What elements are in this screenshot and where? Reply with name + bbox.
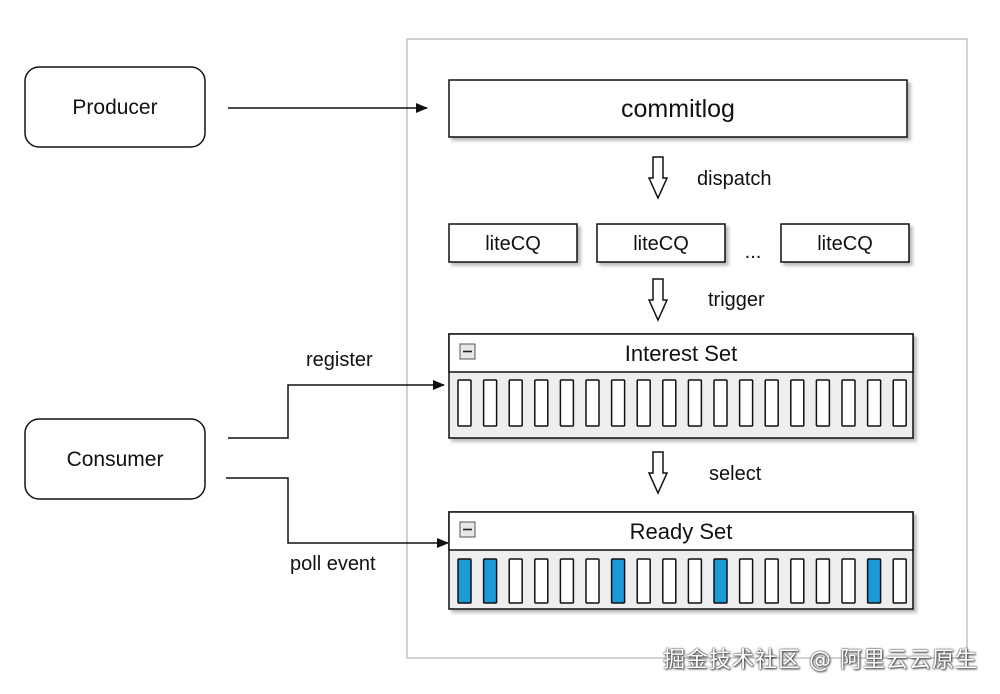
producer-label: Producer bbox=[72, 96, 157, 119]
slot-empty bbox=[687, 558, 703, 604]
slot-empty bbox=[559, 379, 575, 427]
litecq-box bbox=[780, 223, 910, 263]
litecq-label: liteCQ bbox=[485, 233, 541, 255]
slot-filled bbox=[610, 558, 626, 604]
slot-empty bbox=[841, 558, 856, 604]
commitlog-label: commitlog bbox=[621, 95, 735, 123]
litecq-group bbox=[448, 223, 910, 263]
watermark-text: 掘金技术社区 @ 阿里云云原生 bbox=[663, 648, 978, 673]
slot-empty bbox=[866, 379, 882, 427]
poll-event-arrow bbox=[226, 477, 449, 548]
select-label: select bbox=[709, 463, 762, 485]
dispatch-label: dispatch bbox=[697, 168, 772, 190]
collapse-icon[interactable] bbox=[459, 521, 476, 538]
litecq-box bbox=[448, 223, 578, 263]
slot-empty bbox=[815, 379, 831, 427]
slot-empty bbox=[738, 558, 754, 604]
slot-empty bbox=[662, 558, 677, 604]
slot-empty bbox=[585, 558, 600, 604]
slot-empty bbox=[559, 558, 575, 604]
slot-empty bbox=[713, 379, 728, 427]
slot-empty bbox=[815, 558, 831, 604]
interest-set-title: Interest Set bbox=[625, 341, 738, 366]
litecq-ellipsis: ... bbox=[745, 241, 762, 263]
interest-set: Interest Set bbox=[448, 333, 914, 439]
slot-empty bbox=[508, 379, 523, 427]
slot-empty bbox=[636, 558, 651, 604]
slot-empty bbox=[764, 558, 779, 604]
register-label: register bbox=[306, 349, 373, 371]
slot-empty bbox=[841, 379, 856, 427]
ready-set-slots bbox=[457, 558, 907, 604]
slot-empty bbox=[764, 379, 779, 427]
slot-empty bbox=[790, 558, 805, 604]
slot-empty bbox=[738, 379, 754, 427]
slot-empty bbox=[508, 558, 523, 604]
poll-event-label: poll event bbox=[290, 553, 376, 575]
slot-empty bbox=[610, 379, 626, 427]
slot-empty bbox=[892, 558, 907, 604]
slot-empty bbox=[892, 379, 907, 427]
ready-set-title: Ready Set bbox=[630, 519, 733, 544]
producer-node: Producer bbox=[24, 66, 206, 148]
slot-filled bbox=[457, 558, 472, 604]
collapse-icon[interactable] bbox=[459, 343, 476, 360]
litecq-label: liteCQ bbox=[817, 233, 873, 255]
ready-set-header bbox=[448, 511, 914, 551]
slot-empty bbox=[534, 379, 549, 427]
litecq-box bbox=[596, 223, 726, 263]
slot-empty bbox=[790, 379, 805, 427]
dispatch-arrow bbox=[647, 156, 669, 200]
commitlog-node bbox=[448, 79, 908, 138]
slot-empty bbox=[636, 379, 651, 427]
slot-empty bbox=[585, 379, 600, 427]
trigger-arrow bbox=[647, 278, 669, 322]
slot-empty bbox=[662, 379, 677, 427]
slot-empty bbox=[534, 558, 549, 604]
interest-set-header bbox=[448, 333, 914, 373]
consumer-label: Consumer bbox=[67, 448, 164, 471]
slot-filled bbox=[866, 558, 882, 604]
trigger-label: trigger bbox=[708, 289, 765, 311]
litecq-label: liteCQ bbox=[633, 233, 689, 255]
slot-filled bbox=[482, 558, 498, 604]
slot-empty bbox=[687, 379, 703, 427]
select-arrow bbox=[647, 451, 669, 495]
interest-set-slots bbox=[457, 379, 907, 427]
consumer-node: Consumer bbox=[24, 418, 206, 500]
slot-empty bbox=[482, 379, 498, 427]
slot-filled bbox=[713, 558, 728, 604]
ready-set: Ready Set bbox=[448, 511, 914, 610]
slot-empty bbox=[457, 379, 472, 427]
register-arrow bbox=[228, 380, 445, 439]
